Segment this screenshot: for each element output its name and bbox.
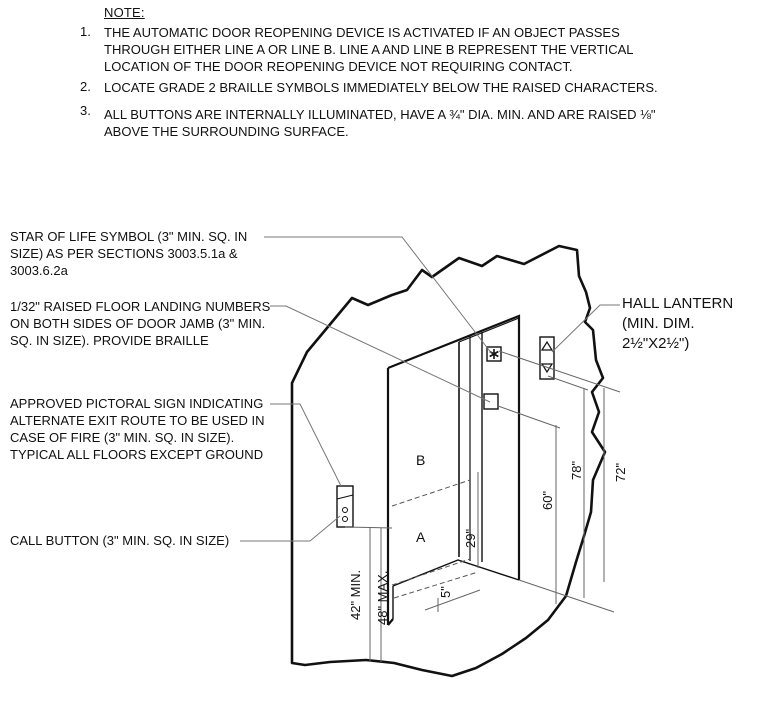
line-a-dashed — [391, 558, 471, 586]
wall-outline — [290, 244, 607, 678]
dim-5: 5" — [438, 586, 453, 598]
label-star-of-life: STAR OF LIFE SYMBOL (3" MIN. SQ. IN SIZE… — [10, 229, 248, 278]
dim-60: 60" — [540, 491, 555, 510]
label-hall-lantern: HALL LANTERN (MIN. DIM. 2½"X2½") — [622, 295, 734, 352]
note-number-3: 3. — [80, 103, 91, 118]
dim-78: 78" — [569, 461, 584, 480]
notes-heading: NOTE: — [104, 5, 145, 20]
line-a-label: A — [416, 529, 426, 545]
note-text-2: LOCATE GRADE 2 BRAILLE SYMBOLS IMMEDIATE… — [104, 80, 658, 95]
star-of-life-icon — [486, 346, 502, 362]
floor-number-plate — [483, 393, 499, 410]
threshold-dashed — [393, 571, 479, 599]
note-text-1: THE AUTOMATIC DOOR REOPENING DEVICE IS A… — [104, 25, 634, 74]
note-number-2: 2. — [80, 79, 91, 94]
dim-72: 72" — [613, 463, 628, 482]
dim-42-min: 42" MIN. — [348, 570, 363, 620]
threshold — [392, 559, 520, 619]
leader-lines — [240, 236, 620, 542]
jamb-return — [458, 317, 520, 343]
dim-48-max: 48" MAX. — [375, 571, 390, 625]
line-b-dashed — [391, 479, 471, 507]
line-b-label: B — [416, 452, 425, 468]
label-floor-numbers: 1/32" RAISED FLOOR LANDING NUMBERS ON BO… — [10, 299, 271, 348]
hall-lantern-icon — [539, 336, 555, 380]
dim-29: 29" — [463, 529, 478, 548]
call-button-panel — [336, 485, 354, 528]
label-pictorial-sign: APPROVED PICTORAL SIGN INDICATING ALTERN… — [10, 396, 265, 462]
dimension-lines — [344, 350, 621, 662]
note-number-1: 1. — [80, 24, 91, 39]
label-call-button: CALL BUTTON (3" MIN. SQ. IN SIZE) — [10, 533, 230, 548]
note-text-3: ALL BUTTONS ARE INTERNALLY ILLUMINATED, … — [104, 107, 656, 139]
door-opening-outline — [386, 314, 521, 626]
